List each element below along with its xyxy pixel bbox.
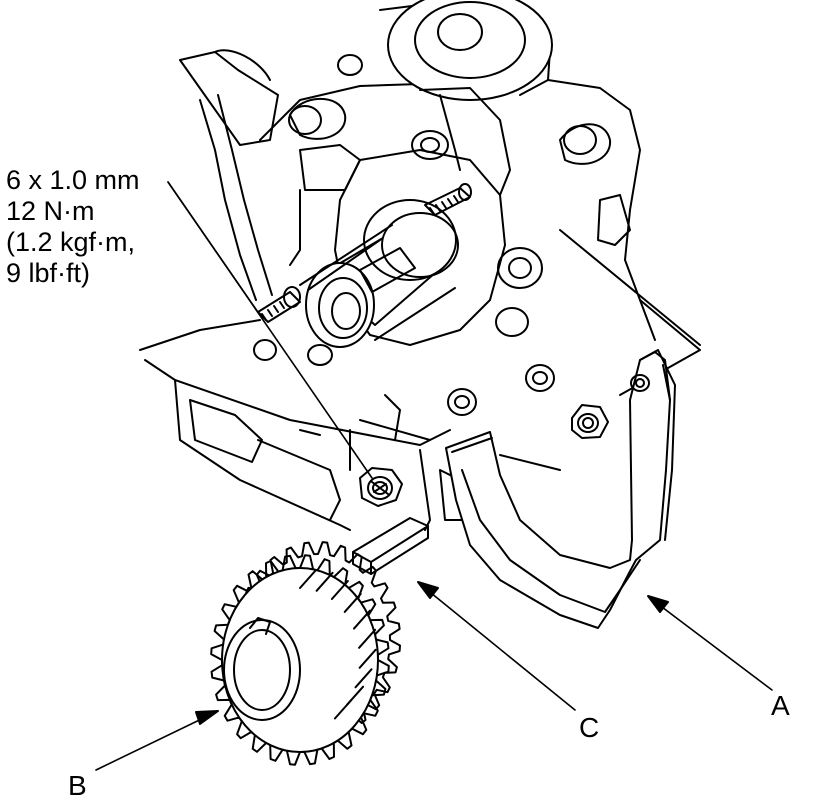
- sprocket-ridge: [354, 668, 373, 689]
- arrow-c: [417, 581, 576, 711]
- callout-b: B: [68, 770, 87, 801]
- spec-torque-kgfm: (1.2 kgf·m,: [6, 227, 136, 257]
- arrow-b: [95, 710, 219, 771]
- spec-thread-size: 6 x 1.0 mm: [6, 165, 140, 195]
- crankshaft-nose: [299, 199, 459, 348]
- arrow-a: [647, 595, 773, 691]
- sprocket-ridge: [343, 592, 362, 613]
- sprocket-ridge: [315, 571, 334, 592]
- torque-spec-label: 6 x 1.0 mm 12 N·m (1.2 kgf·m, 9 lbf·ft): [6, 165, 140, 289]
- guide-plate: [445, 349, 676, 629]
- sprocket-ridge: [358, 648, 377, 669]
- spec-torque-lbfft: 9 lbf·ft): [6, 258, 91, 288]
- sprocket-ridge: [333, 699, 352, 720]
- sprocket-ridge: [299, 569, 317, 589]
- guide-plate-nut: [571, 404, 609, 439]
- woodruff-key: [352, 517, 429, 575]
- crank-sprocket: [210, 541, 401, 766]
- flange-nut: [359, 467, 403, 507]
- sprocket-ridge: [358, 628, 377, 649]
- callout-c: C: [579, 712, 600, 743]
- callout-a: A: [771, 690, 790, 721]
- sprocket-ridge: [330, 580, 349, 600]
- engine-block: [139, 0, 701, 531]
- sprocket-ridge: [353, 609, 371, 630]
- spec-torque-nm: 12 N·m: [6, 196, 95, 226]
- leader-lines: [167, 181, 373, 479]
